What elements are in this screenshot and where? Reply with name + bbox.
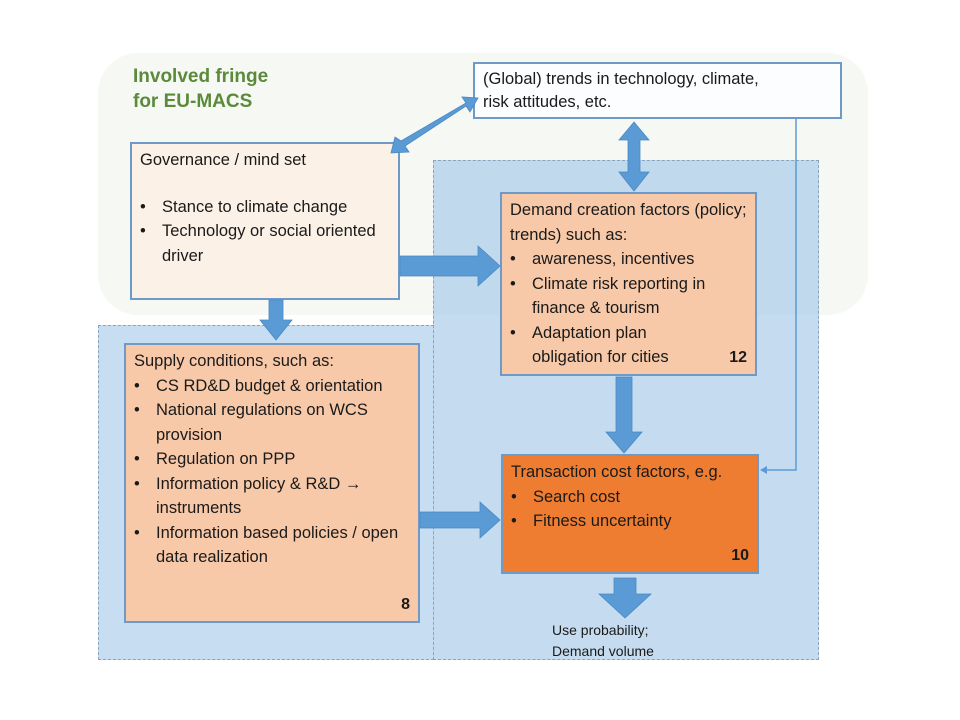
- transaction-to-output-arrow-icon: [597, 577, 653, 619]
- trends-line2: risk attitudes, etc.: [483, 93, 612, 111]
- supply-to-transaction-arrow-icon: [419, 501, 501, 539]
- demand-creation-box: Demand creation factors (policy; trends)…: [500, 192, 757, 376]
- supply-conditions-box: Supply conditions, such as: CS RD&D budg…: [124, 343, 420, 623]
- governance-trends-double-arrow-icon: [390, 96, 479, 154]
- list-item: Information based policies / open data r…: [134, 521, 410, 570]
- list-item: Fitness uncertainty: [511, 509, 749, 534]
- fringe-title-line2: for EU-MACS: [133, 91, 253, 112]
- trends-line1: (Global) trends in technology, climate,: [483, 70, 759, 88]
- trends-to-transaction-connector: [762, 119, 797, 471]
- list-item: National regulations on WCS provision: [134, 398, 410, 447]
- demand-to-transaction-arrow-icon: [605, 376, 643, 454]
- supply-number-badge: 8: [401, 595, 410, 613]
- governance-to-supply-arrow-icon: [259, 299, 293, 341]
- list-item: Regulation on PPP: [134, 447, 410, 472]
- global-trends-box: (Global) trends in technology, climate, …: [473, 62, 842, 119]
- connector-arrowhead: [760, 466, 767, 474]
- list-item: Adaptation plan obligation for cities: [510, 321, 747, 370]
- list-item: awareness, incentives: [510, 247, 747, 272]
- transaction-title: Transaction cost factors, e.g.: [511, 463, 723, 481]
- demand-number-badge: 12: [729, 348, 747, 366]
- transaction-number-badge: 10: [731, 546, 749, 564]
- list-item: CS RD&D budget & orientation: [134, 374, 410, 399]
- fringe-title-line1: Involved fringe: [133, 66, 269, 87]
- list-item: Technology or social oriented driver: [140, 219, 390, 268]
- list-item: Search cost: [511, 485, 749, 510]
- supply-list: CS RD&D budget & orientation National re…: [134, 374, 410, 570]
- transaction-cost-box: Transaction cost factors, e.g. Search co…: [501, 454, 759, 574]
- fringe-title: Involved fringe for EU-MACS: [133, 64, 268, 114]
- supply-title: Supply conditions, such as:: [134, 352, 334, 370]
- demand-list: awareness, incentives Climate risk repor…: [510, 247, 747, 370]
- list-item: Climate risk reporting in finance & tour…: [510, 272, 747, 321]
- governance-box: Governance / mind set Stance to climate …: [130, 142, 400, 300]
- trends-demand-double-arrow-icon: [618, 121, 650, 192]
- demand-title: Demand creation factors (policy; trends)…: [510, 201, 747, 244]
- list-item: Stance to climate change: [140, 195, 390, 220]
- list-item: Information policy & R&D → instruments: [134, 472, 410, 521]
- governance-list: Stance to climate change Technology or s…: [140, 195, 390, 269]
- governance-to-demand-arrow-icon: [399, 245, 501, 287]
- transaction-list: Search cost Fitness uncertainty: [511, 485, 749, 534]
- output-line1: Use probability;: [552, 622, 649, 638]
- output-line2: Demand volume: [552, 643, 654, 659]
- governance-title: Governance / mind set: [140, 151, 306, 169]
- output-label: Use probability; Demand volume: [552, 620, 654, 662]
